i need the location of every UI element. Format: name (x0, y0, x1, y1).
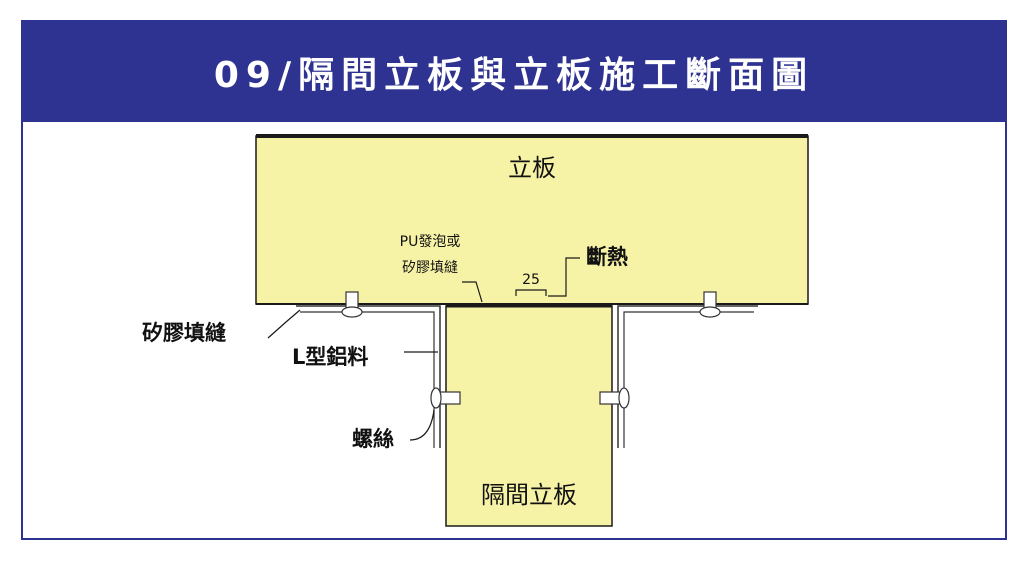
screw-icon (341, 291, 363, 318)
silicone-seal-leader (267, 309, 301, 339)
screw-icon (430, 387, 461, 409)
l-aluminum-right-outer (617, 305, 758, 448)
pu-foam-leader (462, 281, 483, 303)
screw-label: 螺絲 (352, 427, 394, 451)
bottom-panel-label: 隔間立板 (481, 481, 577, 509)
top-panel-edge (256, 134, 808, 138)
top-panel (255, 135, 809, 305)
title-bar: 09/隔間立板與立板施工斷面圖 (23, 22, 1005, 122)
screw-icon (599, 387, 630, 409)
dimension-bracket (515, 289, 547, 296)
thermal-break-leader (548, 257, 580, 297)
silicone-seal-label: 矽膠填縫 (142, 321, 226, 345)
l-aluminum-right-inner (623, 311, 754, 448)
pu-foam-label-line1: PU發泡或 (400, 234, 461, 250)
bottom-panel (445, 305, 613, 527)
screw-leader (409, 409, 435, 441)
dimension-label: 25 (522, 272, 540, 288)
top-panel-label: 立板 (508, 154, 556, 182)
thermal-break-label: 斷熱 (586, 245, 628, 269)
pu-foam-label-line2: 矽膠填縫 (402, 260, 458, 276)
screw-icon (699, 291, 721, 318)
page-title: 09/隔間立板與立板施工斷面圖 (213, 55, 815, 96)
l-aluminum-label: L型鋁料 (292, 345, 368, 369)
